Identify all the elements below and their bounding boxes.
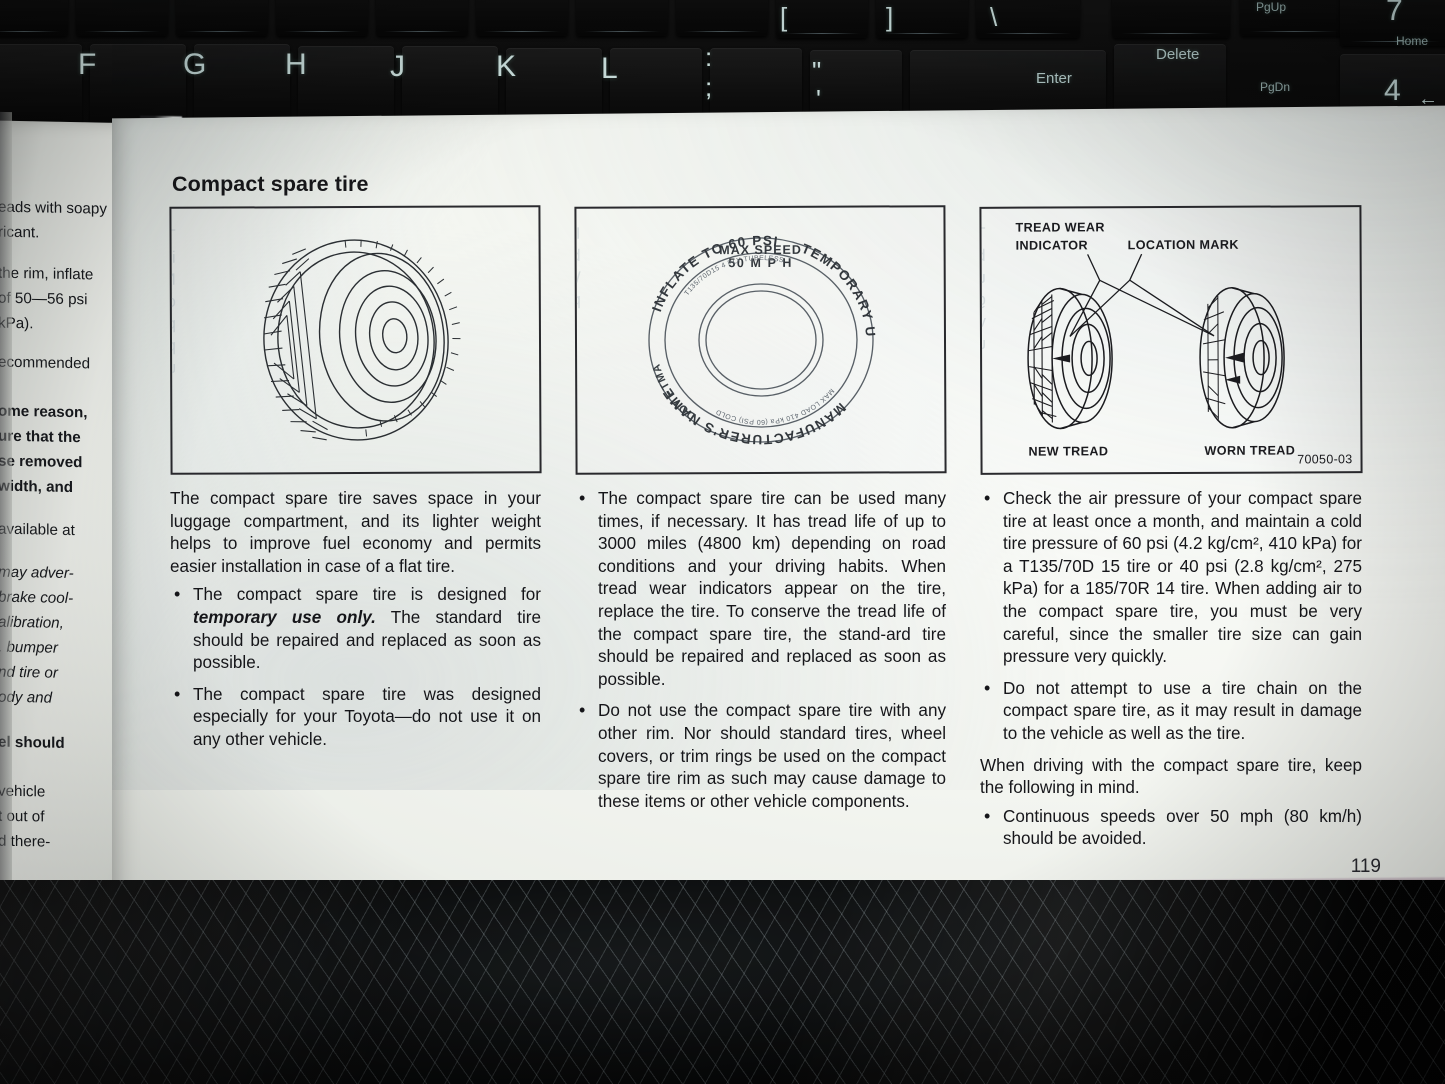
three-column-layout: Consumer information This consumer infor…: [169, 205, 1423, 860]
bullet-text-pre: The compact spare tire is designed for: [193, 585, 541, 605]
keycap-g[interactable]: G: [183, 48, 207, 81]
keycap-pgup[interactable]: PgUp: [1256, 0, 1287, 14]
column-2: Aluminum wheel precautions If you have a…: [574, 205, 947, 822]
tread-wear-drawing: [1027, 253, 1285, 430]
page-edge-left: [0, 111, 12, 903]
list-item: Continuous speeds over 50 mph (80 km/h) …: [980, 806, 1362, 851]
key-cap-shape: [90, 44, 186, 126]
column-3: Uniform tire quality grading Tread wear …: [979, 205, 1363, 860]
arrow-left-icon: ←: [1418, 88, 1438, 110]
key-cap-shape: [298, 46, 394, 126]
key-cap-shape: [676, 0, 768, 36]
figure-tire-sidewall-markings: Aluminum wheel precautions If you have a…: [574, 205, 947, 475]
compact-spare-tire-drawing: [262, 239, 460, 441]
key-cap-shape: [276, 0, 368, 36]
figure2-ghost-body: If you have aluminum wheels, your tires …: [574, 223, 581, 310]
figure-tread-wear-indicator: Uniform tire quality grading Tread wear …: [979, 205, 1363, 475]
column1-bullet-list: The compact spare tire is designed for t…: [170, 584, 541, 751]
keycap-bracket-left[interactable]: [: [780, 2, 788, 32]
figure-compact-spare-tire: Consumer information This consumer infor…: [169, 205, 542, 475]
keycap-semicolon[interactable]: ;: [705, 72, 713, 102]
mesh-desk-surface: [0, 880, 1445, 1084]
keycap-pgdn[interactable]: PgDn: [1260, 80, 1291, 94]
keycap-colon[interactable]: :: [705, 42, 713, 72]
keycap-l[interactable]: L: [601, 52, 618, 85]
column2-bullet-list: The compact spare tire can be used many …: [575, 488, 946, 813]
figure2-ghost-heading: Aluminum wheel precautions: [574, 205, 582, 213]
key-cap-shape: [376, 0, 468, 36]
key-cap-shape: [76, 0, 168, 36]
key-cap-shape: [776, 0, 868, 38]
tire-sidewall-drawing: INFLATE TO 60 PSI TEMPORARY USE ONLY MAN…: [600, 219, 878, 447]
key-cap-shape: [976, 0, 1080, 38]
page-number: 119: [1350, 856, 1381, 877]
keycap-j[interactable]: J: [390, 50, 405, 83]
list-item: Do not attempt to use a tire chain on th…: [980, 678, 1362, 746]
right-page: Compact spare tire Consumer information …: [112, 105, 1445, 909]
column1-body: The compact spare tire saves space in yo…: [170, 488, 541, 578]
mesh-vignette: [0, 880, 1445, 1084]
column-1: Consumer information This consumer infor…: [169, 205, 542, 761]
keycap-numpad-7[interactable]: 7: [1386, 0, 1403, 27]
key-cap-shape: [1112, 0, 1230, 38]
keycap-enter[interactable]: Enter: [1036, 70, 1072, 87]
open-manual-book: Changing tire eads with soapy ricant. th…: [0, 105, 1445, 914]
page-title: Compact spare tire: [172, 172, 369, 196]
figure1-ghost-body: This consumer information has been prepa…: [169, 225, 177, 378]
bullet-text-emphasis: temporary use only.: [193, 607, 376, 627]
keycap-delete[interactable]: Delete: [1156, 46, 1200, 63]
key-cap-shape: [1240, 0, 1348, 36]
svg-text:MAX SPEED: MAX SPEED: [719, 243, 802, 257]
keycap-f[interactable]: F: [78, 48, 97, 81]
keycap-k[interactable]: K: [496, 50, 517, 83]
key-cap-shape: [476, 0, 568, 36]
list-item: The compact spare tire was designed espe…: [170, 684, 541, 752]
keycap-numpad-4[interactable]: 4: [1384, 74, 1401, 107]
column3-bullet-list-bottom: Continuous speeds over 50 mph (80 km/h) …: [980, 806, 1362, 851]
list-item: Do not use the compact spare tire with a…: [575, 700, 946, 813]
keycap-doublequote[interactable]: ": [812, 56, 822, 86]
laptop-keyboard: F G H J K L : ; [ ] \ " ' Enter Delete P…: [0, 0, 1445, 126]
keycap-h[interactable]: H: [285, 48, 307, 81]
list-item: The compact spare tire is designed for t…: [170, 584, 541, 674]
keycap-bracket-right[interactable]: ]: [886, 2, 894, 32]
key-cap-shape: [576, 0, 668, 36]
key-cap-shape: [0, 0, 68, 36]
key-cap-shape: [402, 46, 498, 126]
keycap-apostrophe[interactable]: ': [816, 84, 821, 114]
svg-text:DOT ETMA: DOT ETMA: [650, 362, 698, 423]
key-cap-shape: [1340, 0, 1445, 46]
key-cap-shape: [876, 0, 968, 38]
column3-bullet-list-top: Check the air pressure of your compact s…: [980, 488, 1362, 746]
list-item: Check the air pressure of your compact s…: [980, 488, 1362, 669]
key-cap-shape: [176, 0, 268, 36]
column1-intro: The compact spare tire saves space in yo…: [170, 489, 541, 576]
bullet-text-pre: The compact spare tire was designed espe…: [193, 684, 541, 749]
column3-mid-paragraph: When driving with the compact spare tire…: [980, 755, 1362, 798]
figure1-ghost-heading: Consumer information: [169, 205, 179, 215]
keycap-home[interactable]: Home: [1396, 34, 1429, 48]
svg-text:50 M P H: 50 M P H: [728, 256, 793, 270]
list-item: The compact spare tire can be used many …: [575, 488, 946, 691]
keycap-backslash[interactable]: \: [990, 2, 998, 32]
